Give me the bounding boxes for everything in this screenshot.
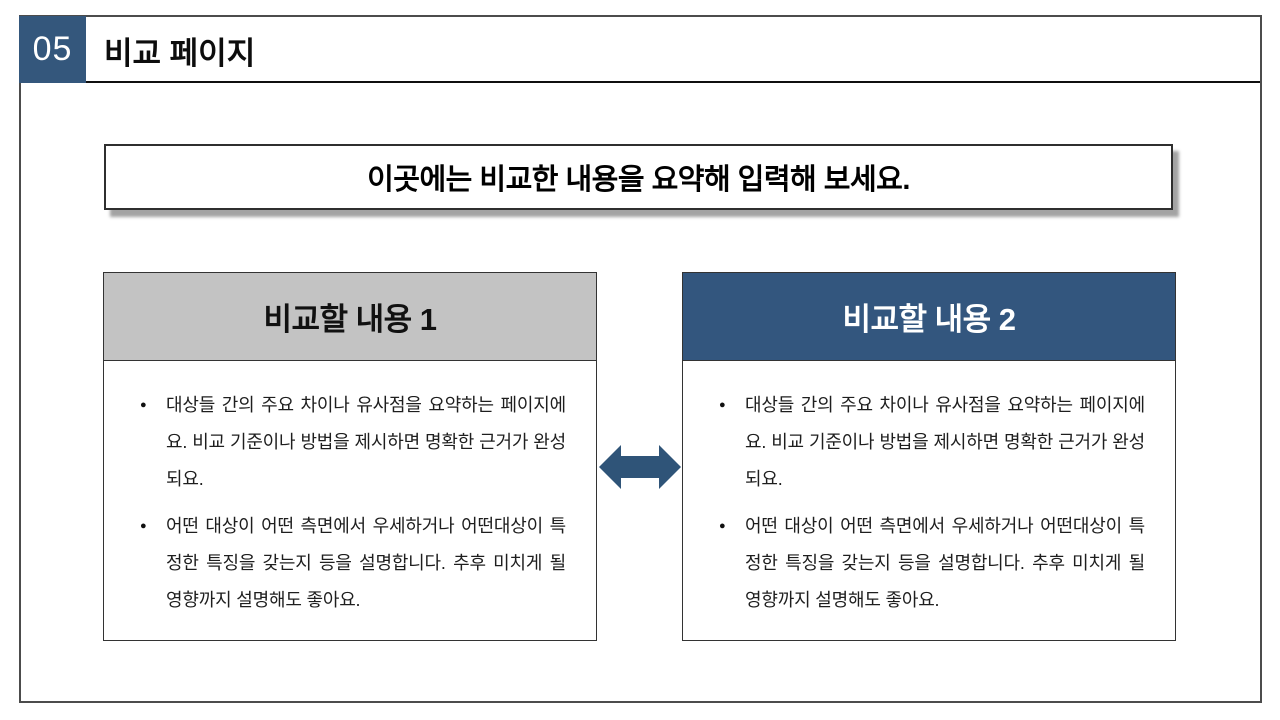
bullet-icon: ● [140, 520, 147, 532]
list-item: ● 대상들 간의 주요 차이나 유사점을 요약하는 페이지에요. 비교 기준이나… [719, 387, 1145, 498]
slide-frame [19, 15, 1262, 703]
bullet-icon: ● [719, 399, 726, 411]
bullet-text: 어떤 대상이 어떤 측면에서 우세하거나 어떤대상이 특정한 특징을 갖는지 등… [166, 516, 566, 610]
bullet-text: 어떤 대상이 어떤 측면에서 우세하거나 어떤대상이 특정한 특징을 갖는지 등… [745, 516, 1145, 610]
bullet-text: 대상들 간의 주요 차이나 유사점을 요약하는 페이지에요. 비교 기준이나 방… [166, 395, 566, 489]
comparison-panel-1-body: ● 대상들 간의 주요 차이나 유사점을 요약하는 페이지에요. 비교 기준이나… [104, 361, 596, 640]
list-item: ● 대상들 간의 주요 차이나 유사점을 요약하는 페이지에요. 비교 기준이나… [140, 387, 566, 498]
comparison-panel-2-header: 비교할 내용 2 [683, 273, 1175, 361]
bullet-icon: ● [719, 520, 726, 532]
comparison-panel-2-body: ● 대상들 간의 주요 차이나 유사점을 요약하는 페이지에요. 비교 기준이나… [683, 361, 1175, 640]
double-arrow-icon [599, 443, 681, 491]
page-title: 비교 페이지 [104, 35, 256, 71]
summary-text: 이곳에는 비교한 내용을 요약해 입력해 보세요. [367, 164, 910, 196]
title-divider [20, 81, 1260, 83]
bullet-icon: ● [140, 399, 147, 411]
comparison-panel-1: 비교할 내용 1 ● 대상들 간의 주요 차이나 유사점을 요약하는 페이지에요… [103, 272, 597, 641]
list-item: ● 어떤 대상이 어떤 측면에서 우세하거나 어떤대상이 특정한 특징을 갖는지… [140, 508, 566, 619]
bullet-text: 대상들 간의 주요 차이나 유사점을 요약하는 페이지에요. 비교 기준이나 방… [745, 395, 1145, 489]
page-number-badge: 05 [19, 16, 86, 83]
comparison-panel-1-header: 비교할 내용 1 [104, 273, 596, 361]
list-item: ● 어떤 대상이 어떤 측면에서 우세하거나 어떤대상이 특정한 특징을 갖는지… [719, 508, 1145, 619]
comparison-panel-2: 비교할 내용 2 ● 대상들 간의 주요 차이나 유사점을 요약하는 페이지에요… [682, 272, 1176, 641]
summary-box: 이곳에는 비교한 내용을 요약해 입력해 보세요. [104, 144, 1173, 210]
